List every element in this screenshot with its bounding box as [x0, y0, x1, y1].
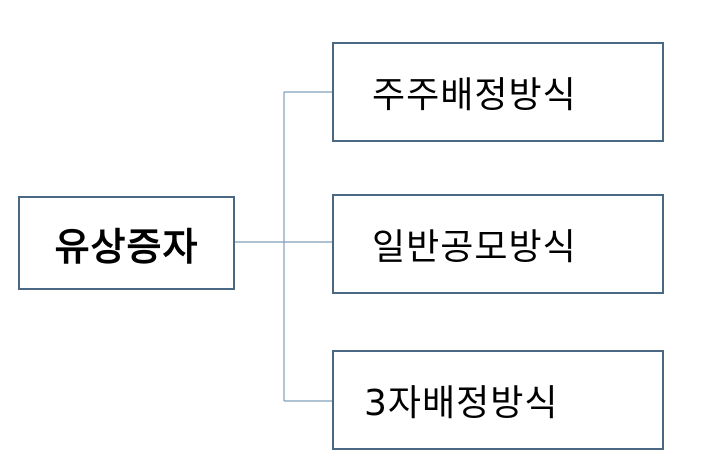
child-node-box-2: 일반공모방식: [332, 194, 664, 294]
child-node-label-1: 주주배정방식: [372, 75, 577, 116]
child-node-box-3: 3자배정방식: [332, 350, 664, 450]
child-node-box-1: 주주배정방식: [332, 42, 664, 142]
root-node-box: 유상증자: [18, 196, 235, 290]
child-node-label-2: 일반공모방식: [372, 227, 577, 268]
child-node-label-3: 3자배정방식: [364, 383, 559, 424]
root-node-label: 유상증자: [54, 224, 199, 269]
